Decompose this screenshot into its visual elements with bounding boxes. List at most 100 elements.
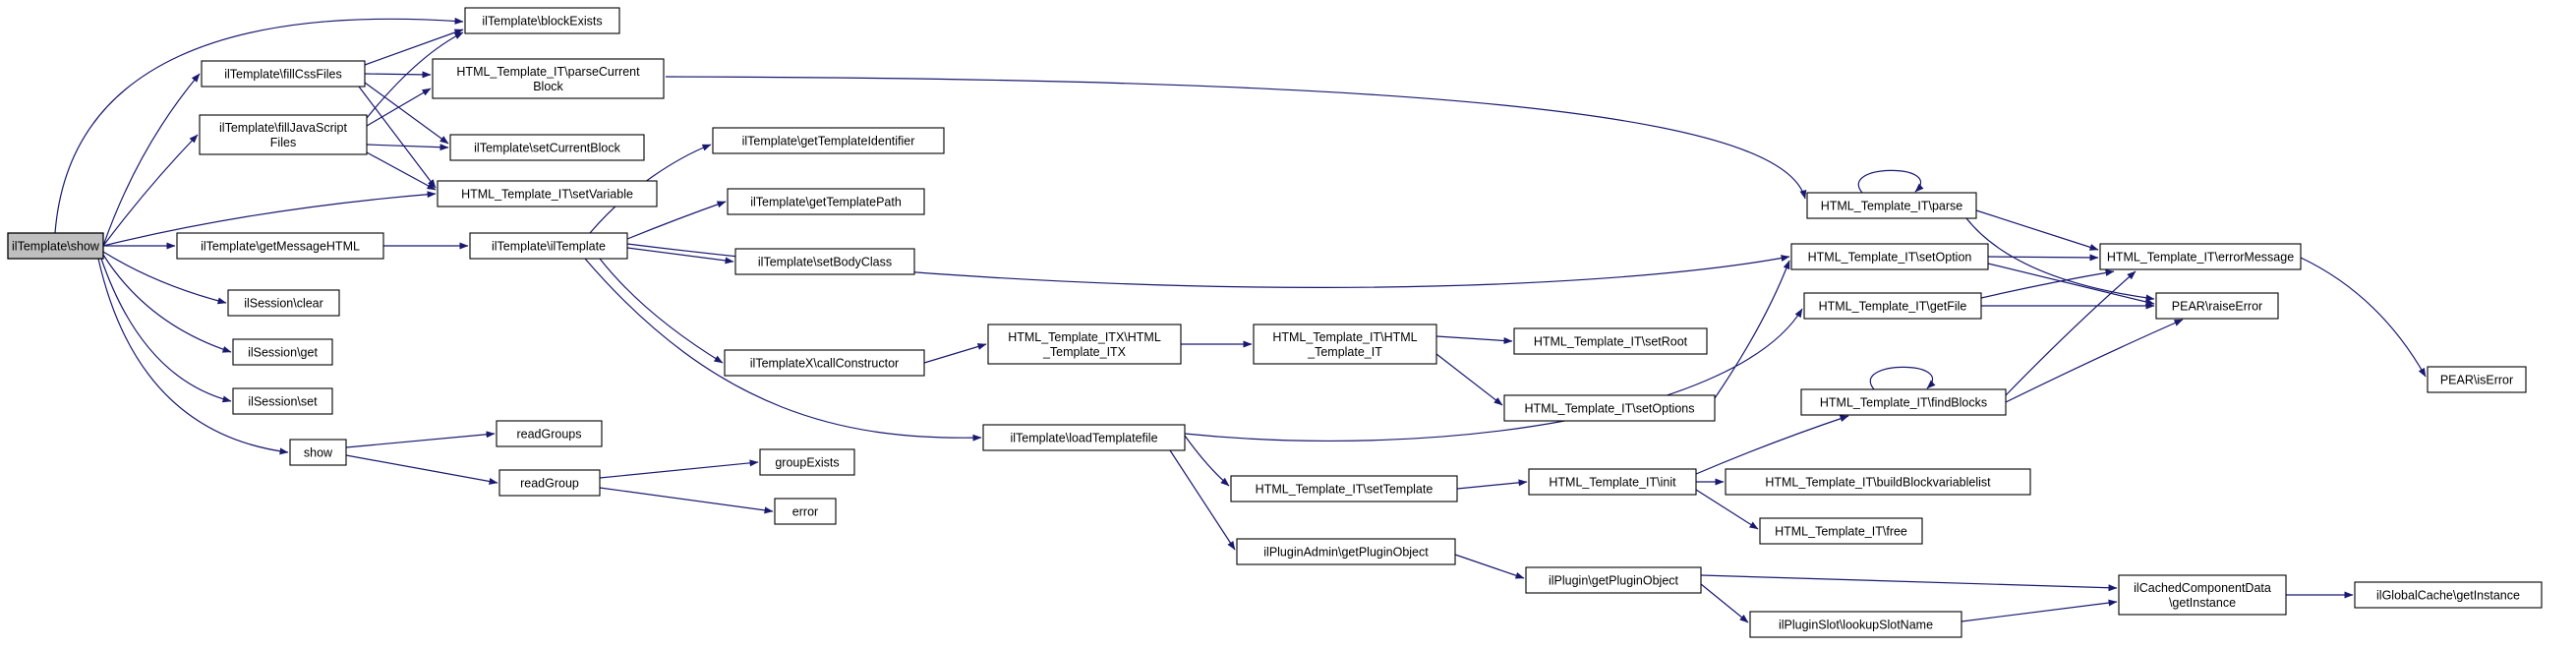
node-box[interactable] [1525, 566, 1702, 594]
node-box[interactable] [1800, 388, 2007, 416]
node-setCurrentBlock[interactable]: ilTemplate\setCurrentBlock [449, 134, 645, 161]
node-free[interactable]: HTML_Template_IT\free [1759, 517, 1923, 545]
node-getTemplatePath[interactable]: ilTemplate\getTemplatePath [727, 188, 925, 215]
node-pluginAdminGetPluginObject[interactable]: ilPluginAdmin\getPluginObject [1236, 538, 1456, 565]
node-box[interactable] [449, 134, 645, 161]
node-box[interactable] [432, 58, 665, 99]
node-setRoot[interactable]: HTML_Template_IT\setRoot [1513, 327, 1708, 355]
edge-getFile-errorMessage [1980, 268, 2115, 299]
node-show2[interactable]: show [289, 439, 347, 466]
node-blockExists[interactable]: ilTemplate\blockExists [464, 7, 620, 34]
node-box[interactable] [289, 439, 347, 466]
node-init[interactable]: HTML_Template_IT\init [1528, 468, 1697, 496]
node-setOption[interactable]: HTML_Template_IT\setOption [1790, 243, 1989, 270]
node-box[interactable] [759, 448, 855, 476]
node-fillCssFiles[interactable]: ilTemplate\fillCssFiles [201, 60, 366, 88]
node-readGroups[interactable]: readGroups [496, 420, 603, 447]
node-box[interactable] [1230, 475, 1458, 502]
node-box[interactable] [734, 248, 915, 275]
node-box[interactable] [2427, 366, 2527, 393]
node-box[interactable] [232, 387, 333, 415]
node-box[interactable] [712, 127, 945, 154]
node-cachedGetInstance[interactable]: ilCachedComponentData\getInstance [2118, 574, 2287, 616]
node-setTemplate[interactable]: HTML_Template_IT\setTemplate [1230, 475, 1458, 502]
node-sessionSet[interactable]: ilSession\set [232, 387, 333, 415]
node-box[interactable] [176, 232, 384, 260]
node-lookupSlotName[interactable]: ilPluginSlot\lookupSlotName [1749, 611, 1962, 638]
edge-fillJavaScriptFiles-parseCurrentBlock [366, 88, 432, 127]
node-box[interactable] [774, 498, 837, 525]
node-box[interactable] [498, 469, 601, 497]
node-groupExists[interactable]: groupExists [759, 448, 855, 476]
node-box[interactable] [1759, 517, 1923, 545]
node-box[interactable] [2118, 574, 2287, 616]
node-box[interactable] [724, 349, 925, 377]
node-callConstructor[interactable]: ilTemplateX\callConstructor [724, 349, 925, 377]
node-loadTemplatefile[interactable]: ilTemplate\loadTemplatefile [982, 424, 1186, 451]
node-box[interactable] [1236, 538, 1456, 565]
node-box[interactable] [2099, 243, 2302, 270]
node-box[interactable] [727, 188, 925, 215]
node-findBlocks[interactable]: HTML_Template_IT\findBlocks [1800, 388, 2007, 416]
node-errorMessage[interactable]: HTML_Template_IT\errorMessage [2099, 243, 2302, 270]
node-setOptions[interactable]: HTML_Template_IT\setOptions [1503, 394, 1716, 422]
node-box[interactable] [1803, 292, 1982, 320]
node-readGroup[interactable]: readGroup [498, 469, 601, 497]
node-error[interactable]: error [774, 498, 837, 525]
node-itxCtor[interactable]: HTML_Template_ITX\HTML_Template_ITX [987, 324, 1182, 365]
node-parse[interactable]: HTML_Template_IT\parse [1806, 192, 1977, 219]
node-box[interactable] [2354, 581, 2543, 609]
node-box[interactable] [201, 60, 366, 88]
node-label: HTML_Template_IT\parse [1821, 200, 1963, 213]
node-box[interactable] [1749, 611, 1962, 638]
node-root[interactable]: ilTemplate\show [7, 232, 104, 260]
edge-parseCurrentBlock-parse [665, 76, 1807, 200]
node-buildBlockvariablelist[interactable]: HTML_Template_IT\buildBlockvariablelist [1725, 468, 2031, 496]
node-sessionGet[interactable]: ilSession\get [232, 338, 333, 366]
node-getMessageHTML[interactable]: ilTemplate\getMessageHTML [176, 232, 384, 260]
node-box[interactable] [1503, 394, 1716, 422]
node-box[interactable] [982, 424, 1186, 451]
node-setBodyClass[interactable]: ilTemplate\setBodyClass [734, 248, 915, 275]
node-box[interactable] [987, 324, 1182, 365]
node-itCtor[interactable]: HTML_Template_IT\HTML_Template_IT [1253, 324, 1437, 365]
node-setVariable[interactable]: HTML_Template_IT\setVariable [437, 180, 658, 207]
node-label: ilPlugin\getPluginObject [1549, 574, 1679, 588]
edge-init-findBlocks [1695, 415, 1849, 475]
node-pluginGetPluginObject[interactable]: ilPlugin\getPluginObject [1525, 566, 1702, 594]
edge-findBlocks-errorMessage [2005, 270, 2137, 396]
node-label: ilTemplate\show [12, 240, 100, 254]
node-box[interactable] [227, 289, 340, 317]
node-box[interactable] [199, 114, 368, 155]
node-box[interactable] [1806, 192, 1977, 219]
node-box[interactable] [1513, 327, 1708, 355]
node-globalGetInstance[interactable]: ilGlobalCache\getInstance [2354, 581, 2543, 609]
node-box[interactable] [1790, 243, 1989, 270]
node-label: ilTemplate\fillCssFiles [224, 68, 341, 82]
node-ilTemplateCtor[interactable]: ilTemplate\ilTemplate [469, 232, 628, 260]
node-box[interactable] [1725, 468, 2031, 496]
node-box[interactable] [469, 232, 628, 260]
node-box[interactable] [496, 420, 603, 447]
node-box[interactable] [1253, 324, 1437, 365]
edge-readGroup-groupExists [599, 459, 759, 479]
node-isError[interactable]: PEAR\isError [2427, 366, 2527, 393]
edge-lookupSlotName-cachedGetInstance [1961, 599, 2118, 622]
node-sessionClear[interactable]: ilSession\clear [227, 289, 340, 317]
node-label: ilTemplate\loadTemplatefile [1010, 432, 1157, 445]
edge-errorMessage-isError [2300, 257, 2427, 378]
node-box[interactable] [464, 7, 620, 34]
edge-pluginGetPluginObject-lookupSlotName [1700, 583, 1749, 623]
node-getFile[interactable]: HTML_Template_IT\getFile [1803, 292, 1982, 320]
node-raiseError[interactable]: PEAR\raiseError [2155, 292, 2279, 320]
node-box[interactable] [2155, 292, 2279, 320]
node-box[interactable] [1528, 468, 1697, 496]
node-box[interactable] [437, 180, 658, 207]
node-box[interactable] [232, 338, 333, 366]
node-getTemplateIdentifier[interactable]: ilTemplate\getTemplateIdentifier [712, 127, 945, 154]
root-node-box[interactable] [7, 232, 104, 260]
node-label: ilTemplate\setCurrentBlock [474, 142, 620, 155]
